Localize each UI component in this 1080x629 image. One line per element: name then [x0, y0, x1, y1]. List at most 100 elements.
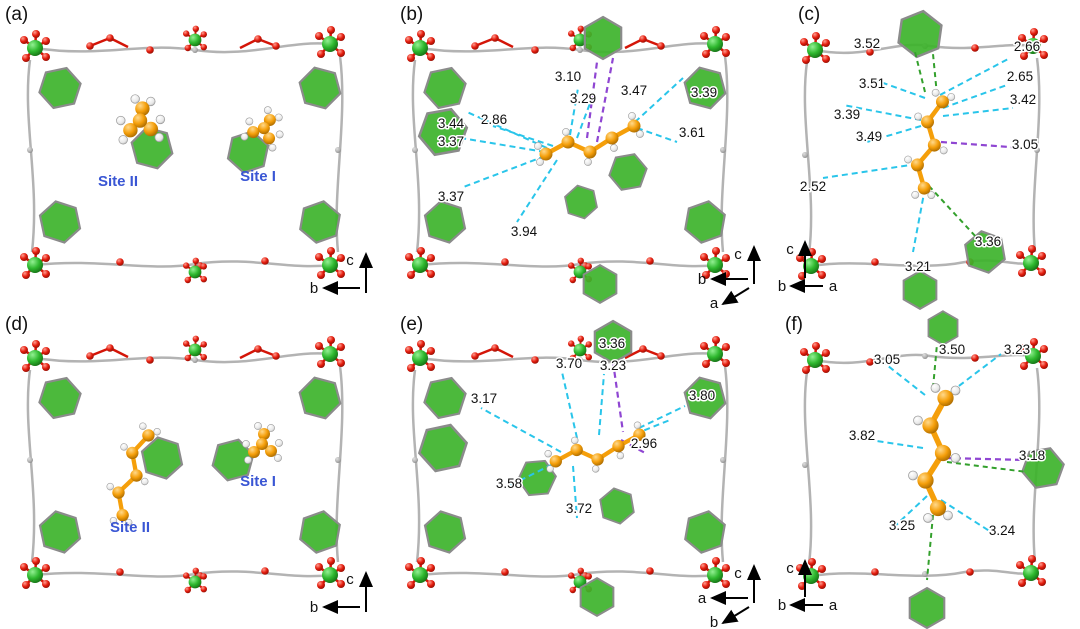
- panel-label: (c): [798, 4, 820, 25]
- distance-labels: 3.10 3.29 3.47 3.39 3.44 2.86 3.37 3.61 …: [436, 68, 718, 241]
- contact-line: [516, 159, 558, 223]
- distance-labels: 3.52 2.66 3.51 2.65 3.42 3.39 3.49 3.05 …: [798, 35, 1041, 276]
- distance-label: 3.29: [570, 91, 596, 106]
- contact-line: [912, 187, 926, 253]
- distance-label: 3.21: [905, 259, 931, 274]
- phenyl-ring: [927, 310, 959, 346]
- distance-label: 3.80: [689, 388, 715, 403]
- mof-framework: [796, 28, 1048, 280]
- contact-lines: [822, 51, 1024, 253]
- panel-b: 3.10 3.29 3.47 3.39 3.44 2.86 3.37 3.61 …: [385, 0, 775, 310]
- distance-label: 3.44: [438, 116, 465, 131]
- distance-label: 3.58: [496, 476, 522, 491]
- contact-line: [638, 405, 686, 429]
- phenyl-ring: [908, 587, 946, 629]
- contact-line: [572, 465, 578, 519]
- distance-label: 3.52: [854, 36, 880, 51]
- contact-line: [480, 407, 562, 453]
- contact-line: [932, 53, 938, 96]
- axis-label-b: b: [698, 271, 706, 288]
- distance-label: 3.82: [849, 428, 875, 443]
- distance-label: 3.70: [556, 356, 582, 371]
- distance-labels: 3.36 3.70 3.23 3.17 3.80 2.96 3.58 3.72: [469, 335, 716, 518]
- mof-framework: [405, 26, 730, 284]
- distance-label: 2.52: [800, 179, 826, 194]
- panel-d: Site I Site II c b (d): [0, 310, 385, 629]
- contact-line: [882, 361, 926, 396]
- distance-label: 3.24: [989, 523, 1016, 538]
- contact-line: [634, 419, 671, 435]
- distance-label: 3.23: [600, 358, 626, 373]
- distance-label: 2.66: [1014, 39, 1040, 54]
- contact-line: [874, 79, 926, 99]
- guest-molecule-site1: [242, 422, 282, 463]
- distance-label: 3.17: [471, 391, 497, 406]
- panel-a: Site II Site I c b (a): [0, 0, 385, 310]
- distance-label: 3.10: [555, 69, 581, 84]
- contact-line: [561, 371, 578, 439]
- panel-e: 3.36 3.70 3.23 3.17 3.80 2.96 3.58 3.72 …: [385, 310, 775, 629]
- contact-line: [492, 125, 554, 147]
- distance-label: 3.36: [975, 234, 1001, 249]
- contact-line: [466, 111, 548, 149]
- mof-framework: [20, 26, 345, 284]
- distance-label: 3.51: [859, 76, 885, 91]
- axis-label-c: c: [346, 571, 354, 588]
- distance-label: 3.39: [691, 85, 717, 100]
- axis-indicator: c b: [310, 571, 373, 616]
- axis-label-a: a: [710, 295, 719, 310]
- panel-label: (b): [400, 4, 423, 25]
- axis-label-a: a: [829, 278, 838, 295]
- contact-line: [611, 361, 625, 433]
- axis-label-b: b: [710, 614, 718, 629]
- distance-label: 3.18: [1019, 448, 1045, 463]
- contact-line: [939, 57, 1011, 96]
- guest-molecule: [909, 384, 961, 523]
- contact-line: [942, 84, 1008, 109]
- contact-line: [946, 461, 1028, 473]
- contact-line: [460, 155, 546, 189]
- contact-line: [926, 514, 934, 581]
- site-ii-label: Site II: [110, 519, 150, 536]
- contact-line: [856, 437, 924, 449]
- distance-label: 3.72: [566, 501, 592, 516]
- axis-label-a: a: [698, 590, 707, 607]
- distance-labels: 3.50 3.23 3.05 3.82 3.18 3.25 3.24: [847, 341, 1046, 540]
- axis-indicator: c b a: [698, 245, 761, 310]
- phenyl-ring: [413, 100, 473, 164]
- axis-label-c: c: [346, 252, 354, 269]
- guest-molecule: [899, 86, 955, 202]
- panel-label: (f): [785, 314, 803, 335]
- contact-line: [932, 343, 938, 389]
- distance-label: 3.25: [889, 518, 915, 533]
- axis-label-c: c: [734, 246, 742, 263]
- axis-arrow-diagonal: [721, 606, 750, 625]
- contact-line: [842, 104, 922, 121]
- contact-lines: [460, 57, 684, 223]
- contact-line: [595, 57, 615, 143]
- contact-line: [942, 107, 1014, 117]
- phenyl-ring: [902, 270, 938, 310]
- distance-label: 3.37: [438, 134, 464, 149]
- axis-label-c: c: [734, 565, 742, 582]
- axis-label-b: b: [310, 599, 318, 616]
- contact-lines: [856, 343, 1028, 581]
- panel-e-structure: 3.36 3.70 3.23 3.17 3.80 2.96 3.58 3.72 …: [400, 314, 761, 629]
- axis-indicator: c a b: [698, 564, 761, 629]
- contact-line: [928, 185, 978, 239]
- panel-label: (d): [5, 314, 28, 335]
- phenyl-ring: [597, 484, 637, 528]
- panel-f-structure: 3.50 3.23 3.05 3.82 3.18 3.25 3.24 c b a…: [778, 310, 1069, 629]
- contact-line: [576, 97, 593, 139]
- phenyl-ring: [562, 181, 600, 223]
- mof-framework: [796, 338, 1048, 590]
- contact-line: [822, 163, 918, 179]
- distance-label: 3.05: [874, 352, 900, 367]
- contact-line: [569, 87, 579, 136]
- axis-label-b: b: [310, 280, 318, 297]
- distance-label: 2.65: [1007, 69, 1033, 84]
- contact-line: [636, 127, 678, 143]
- distance-label: 2.96: [631, 436, 657, 451]
- phenyl-ring: [582, 264, 618, 304]
- distance-label: 3.37: [438, 189, 464, 204]
